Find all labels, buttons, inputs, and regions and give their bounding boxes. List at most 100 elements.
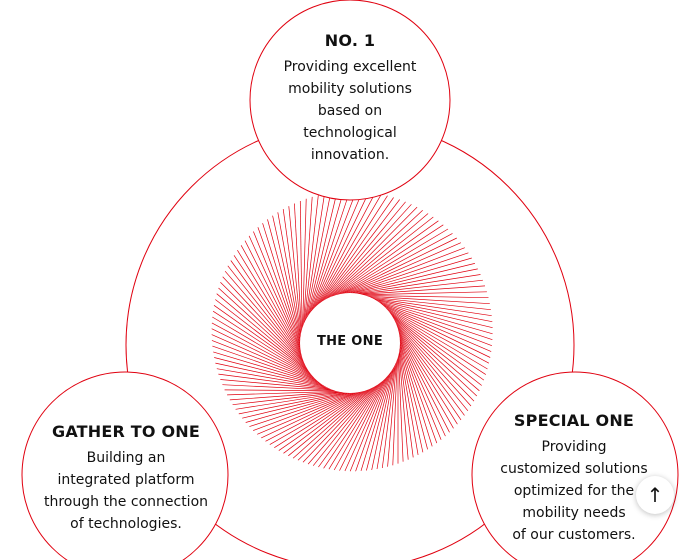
swirl-line xyxy=(257,227,304,356)
swirl-line xyxy=(307,191,363,321)
swirl-line xyxy=(331,233,453,300)
swirl-line xyxy=(368,298,493,341)
swirl-line xyxy=(349,362,395,472)
swirl-line xyxy=(213,305,320,381)
swirl-line xyxy=(309,192,376,317)
swirl-line xyxy=(380,305,485,381)
swirl-line xyxy=(314,199,400,311)
swirl-line xyxy=(394,327,442,440)
swirl-line xyxy=(307,375,386,465)
swirl-line xyxy=(224,389,348,392)
swirl-line xyxy=(392,321,454,429)
swirl-line xyxy=(283,382,378,454)
swirl-line xyxy=(302,377,384,463)
swirl-line xyxy=(329,228,449,300)
swirl-line xyxy=(318,372,388,468)
swirl-line xyxy=(370,299,493,347)
swirl-line xyxy=(319,206,418,307)
swirl-line xyxy=(377,303,488,370)
swirl-line xyxy=(278,383,376,451)
swirl-line xyxy=(312,195,388,314)
swirl-line xyxy=(316,201,406,309)
swirl-line xyxy=(222,384,346,392)
swirl-line xyxy=(229,390,352,401)
swirl-line xyxy=(218,287,316,377)
swirl-line xyxy=(397,338,414,458)
swirl-line xyxy=(390,317,462,421)
swirl-line xyxy=(232,390,354,406)
swirl-line xyxy=(366,356,397,471)
swirl-line xyxy=(227,265,311,370)
node-gather-to-one-title: GATHER TO ONE xyxy=(51,422,200,441)
swirl-line xyxy=(215,299,319,379)
swirl-line xyxy=(237,250,308,365)
swirl-line xyxy=(392,346,399,466)
swirl-line xyxy=(212,310,322,382)
swirl-line xyxy=(253,231,305,358)
swirl-line xyxy=(362,296,493,323)
swirl-line xyxy=(376,352,398,470)
swirl-line xyxy=(352,291,487,296)
swirl-line xyxy=(327,224,444,301)
swirl-line xyxy=(313,197,394,312)
swirl-line xyxy=(265,386,371,442)
swirl-line xyxy=(304,191,338,328)
swirl-line xyxy=(277,212,303,348)
swirl-line xyxy=(269,385,373,445)
swirl-line xyxy=(394,325,446,437)
swirl-line xyxy=(211,322,325,384)
swirl-line xyxy=(333,367,392,471)
swirl-line xyxy=(397,336,419,455)
node-circle-top xyxy=(249,0,451,201)
swirl-line xyxy=(346,274,481,296)
swirl-line xyxy=(302,198,307,338)
swirl-line xyxy=(383,308,480,392)
swirl-line xyxy=(322,213,429,304)
swirl-line xyxy=(303,192,332,330)
swirl-line xyxy=(396,332,428,450)
swirl-line xyxy=(213,351,334,389)
swirl-line xyxy=(393,323,450,433)
swirl-line xyxy=(350,285,486,296)
swirl-line xyxy=(233,255,309,367)
swirl-line xyxy=(214,357,336,390)
swirl-line xyxy=(227,390,350,396)
node-special-one-description: Providing customized solutions optimized… xyxy=(500,439,648,543)
swirl-line xyxy=(235,390,356,410)
swirl-graphic xyxy=(211,191,493,472)
swirl-line xyxy=(238,390,358,415)
node-no1-title: NO. 1 xyxy=(324,31,376,50)
swirl-line xyxy=(378,304,486,375)
swirl-line xyxy=(262,223,304,354)
swirl-line xyxy=(339,365,393,471)
swirl-line xyxy=(355,360,395,472)
swirl-line xyxy=(310,194,382,315)
swirl-line xyxy=(305,191,351,324)
swirl-line xyxy=(373,301,491,358)
swirl-line xyxy=(344,268,478,296)
back-to-top-button[interactable]: ↑ xyxy=(636,476,674,514)
swirl-line xyxy=(218,373,342,391)
swirl-line xyxy=(328,369,391,470)
swirl-line xyxy=(211,340,330,387)
swirl-line xyxy=(267,219,304,352)
swirl-line xyxy=(211,328,327,385)
center-label: THE ONE xyxy=(316,334,384,349)
swirl-line xyxy=(397,340,409,460)
swirl-line xyxy=(245,389,362,423)
swirl-line xyxy=(230,260,310,369)
swirl-line xyxy=(344,364,394,472)
swirl-line xyxy=(308,192,370,319)
swirl-line xyxy=(261,386,369,439)
swirl-line xyxy=(354,294,489,299)
node-gather-to-one: GATHER TO ONE Building an integrated pla… xyxy=(20,423,232,535)
swirl-line xyxy=(358,295,491,311)
swirl-line xyxy=(212,345,332,388)
swirl-line xyxy=(299,200,303,340)
swirl-line xyxy=(395,328,438,444)
swirl-line xyxy=(215,362,338,390)
swirl-line xyxy=(253,388,365,431)
node-circle-left xyxy=(21,371,229,560)
swirl-line xyxy=(272,215,303,350)
